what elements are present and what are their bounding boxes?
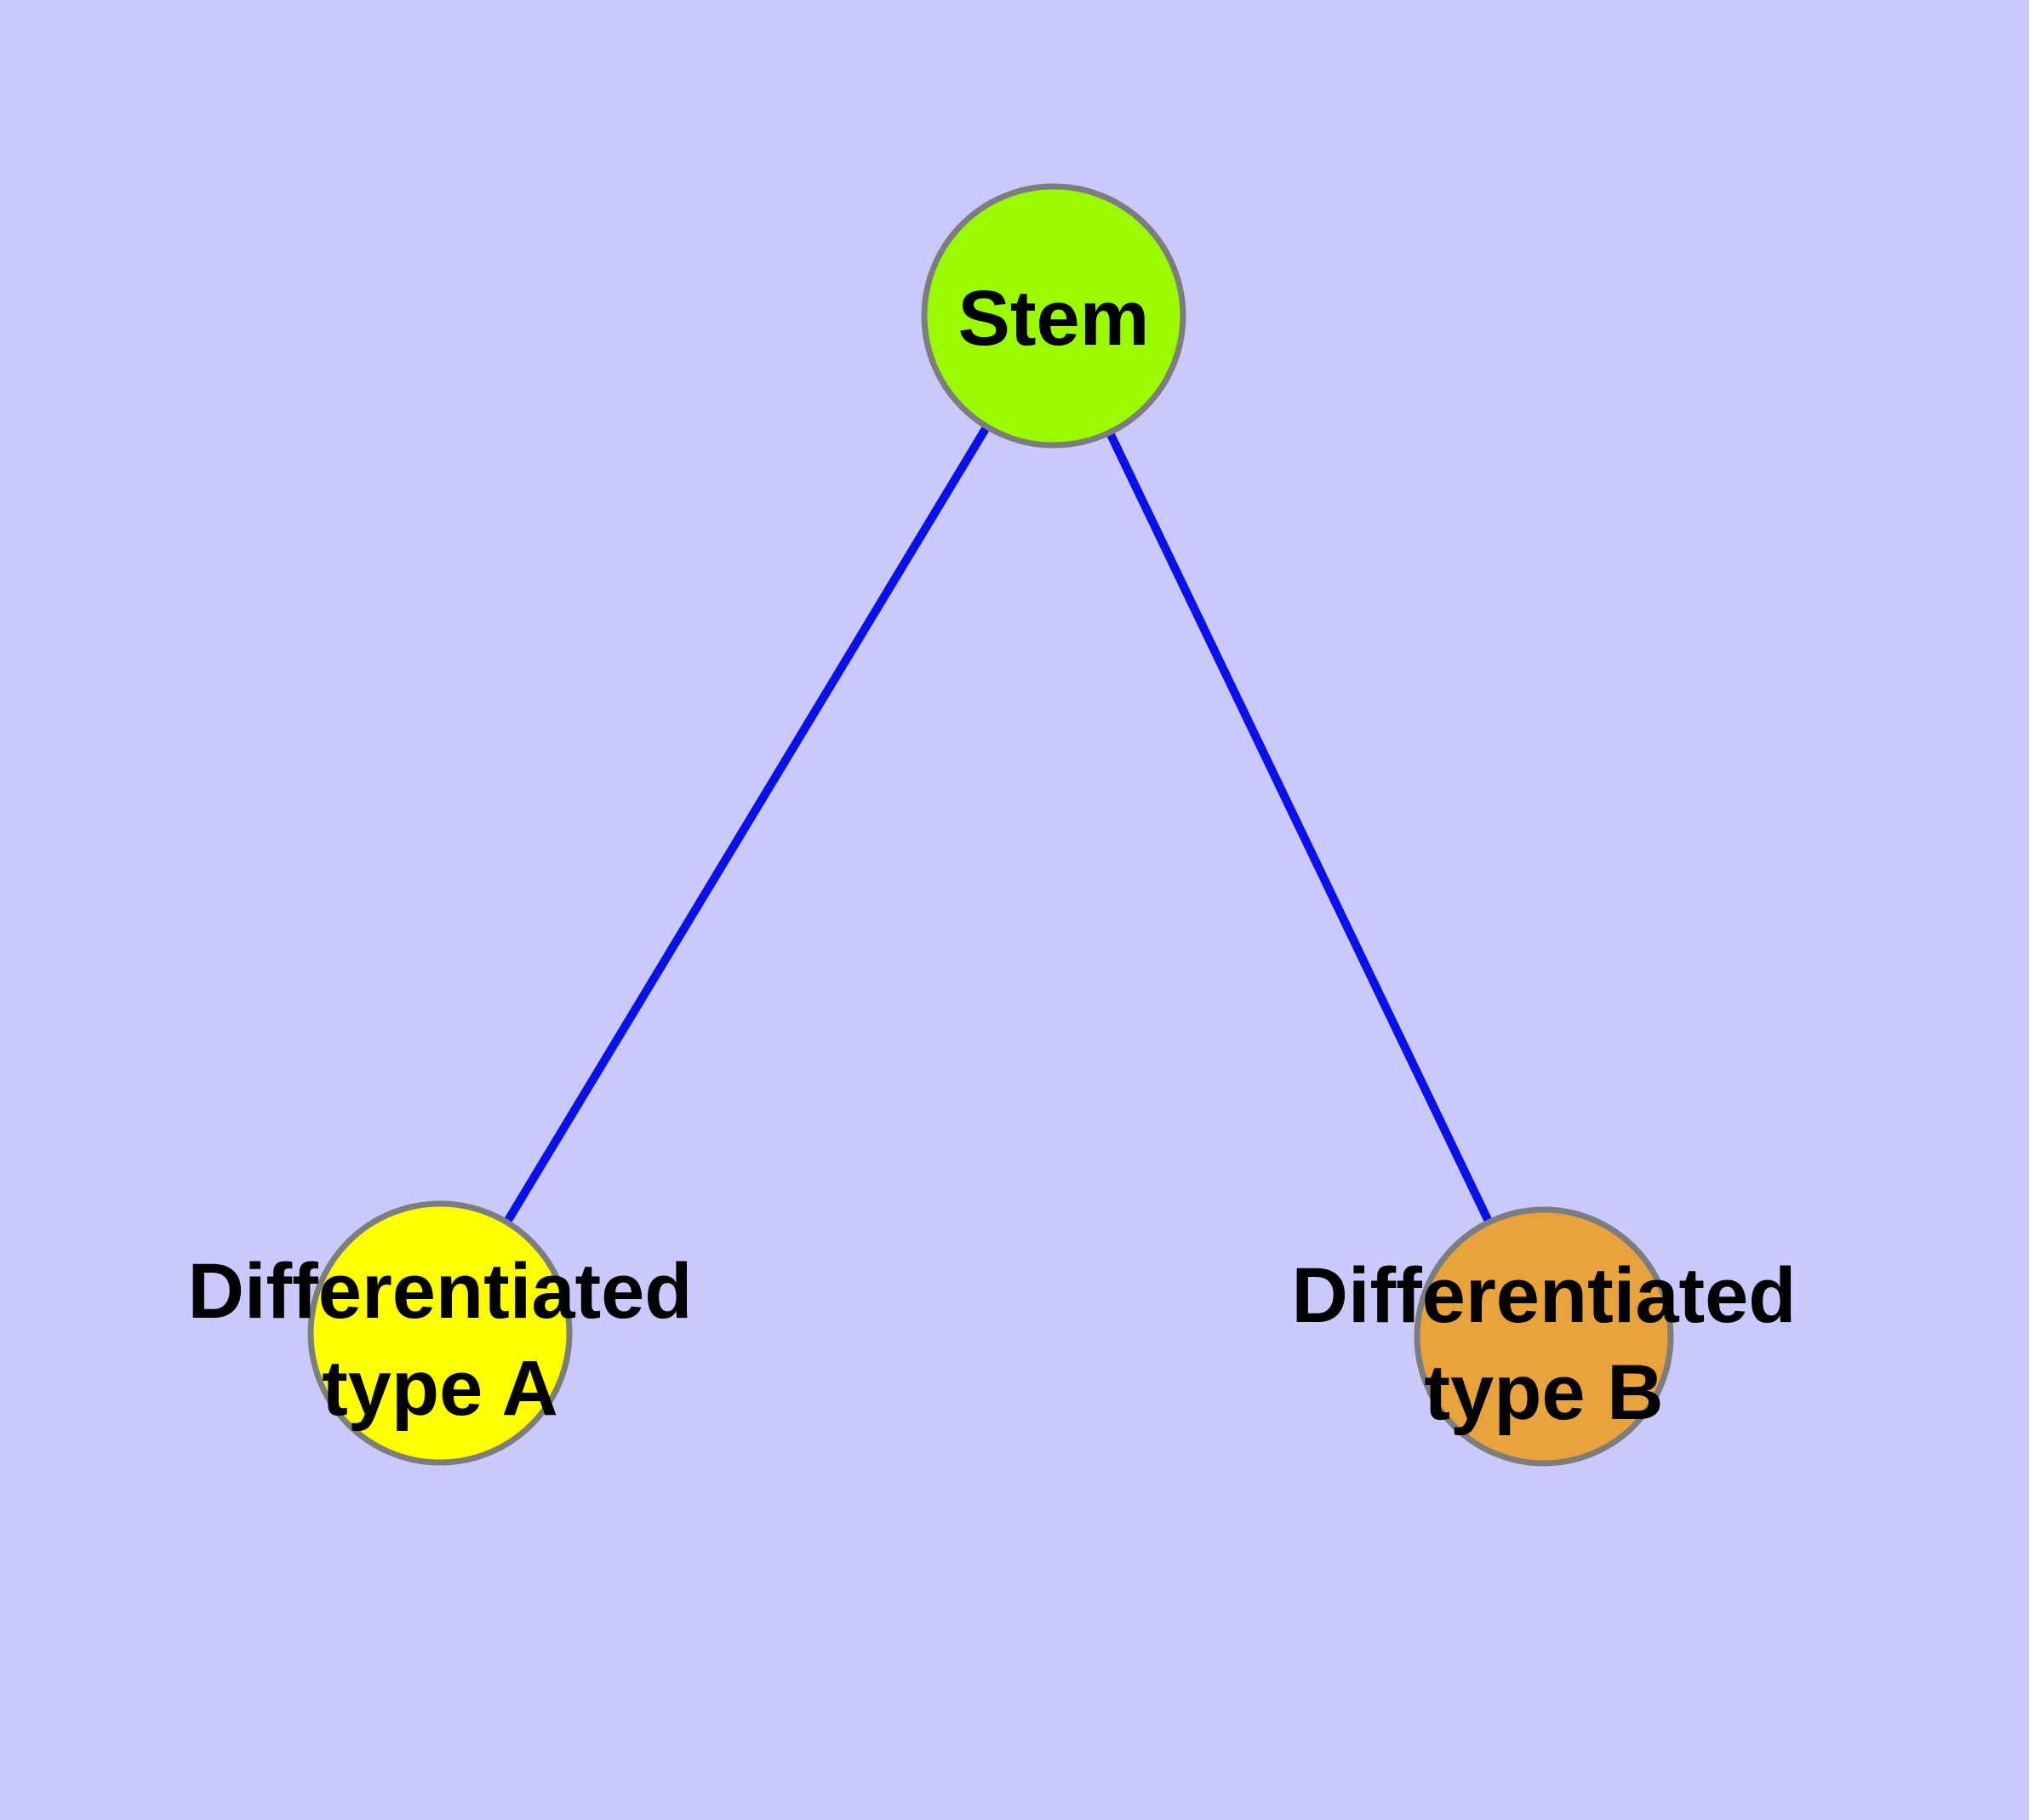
node-type-b-circle bbox=[1414, 1206, 1674, 1467]
node-type-a-circle bbox=[307, 1200, 573, 1466]
node-type-a-label-line1: Differentiated bbox=[188, 1248, 693, 1335]
node-type-b-label-line2: type B bbox=[1424, 1349, 1663, 1436]
node-type-a-label-line2: type A bbox=[322, 1345, 558, 1432]
node-type-b-label-line1: Differentiated bbox=[1292, 1252, 1797, 1339]
node-stem-circle bbox=[921, 183, 1186, 449]
edge-stem-to-type-b bbox=[1049, 313, 1548, 1339]
edge-stem-to-type-a bbox=[436, 313, 1058, 1336]
node-stem-label: Stem bbox=[958, 275, 1150, 362]
